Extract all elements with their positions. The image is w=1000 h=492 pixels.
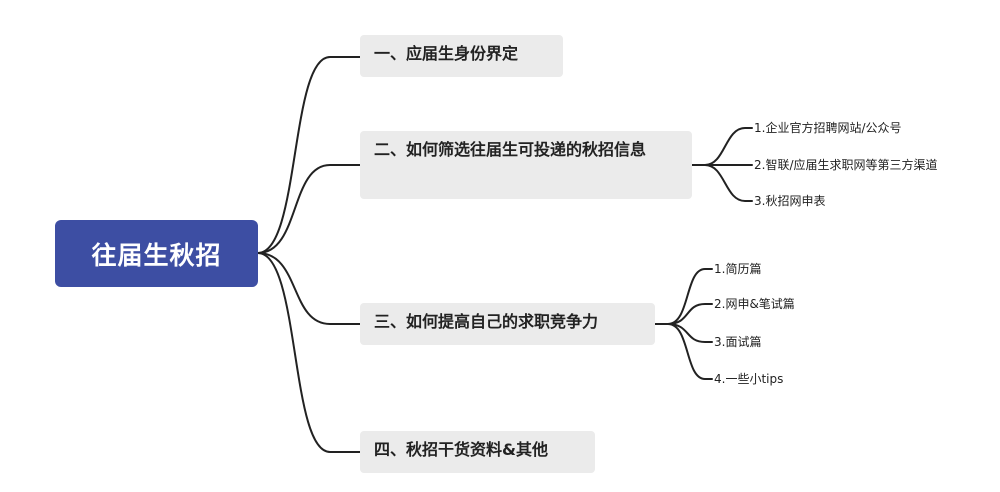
leaf-node-3-4[interactable]: 4.一些小tips [714, 372, 784, 386]
branch-node-2[interactable]: 二、如何筛选往届生可投递的秋招信息 [360, 131, 692, 199]
leaf-node-2-1[interactable]: 1.企业官方招聘网站/公众号 [754, 121, 902, 135]
connector-root-b1 [257, 56, 361, 254]
leaf-node-2-2[interactable]: 2.智联/应届生求职网等第三方渠道 [754, 158, 938, 172]
connector-root-b2 [257, 164, 361, 254]
root-node[interactable]: 往届生秋招 [55, 220, 258, 287]
connector-b3-c1 [654, 268, 713, 325]
leaf-node-3-3[interactable]: 3.面试篇 [714, 335, 762, 349]
leaf-node-3-2[interactable]: 2.网申&笔试篇 [714, 297, 795, 311]
connector-b3-c4 [654, 323, 713, 380]
branch-node-3[interactable]: 三、如何提高自己的求职竞争力 [360, 303, 655, 345]
connector-b2-c1 [691, 127, 753, 166]
branch-node-1[interactable]: 一、应届生身份界定 [360, 35, 563, 77]
branch-node-4[interactable]: 四、秋招干货资料&其他 [360, 431, 595, 473]
connector-root-b4 [257, 252, 361, 453]
connector-root-b3 [257, 252, 361, 325]
leaf-node-2-3[interactable]: 3.秋招网申表 [754, 194, 826, 208]
connector-b2-c3 [691, 164, 753, 202]
leaf-node-3-1[interactable]: 1.简历篇 [714, 262, 762, 276]
